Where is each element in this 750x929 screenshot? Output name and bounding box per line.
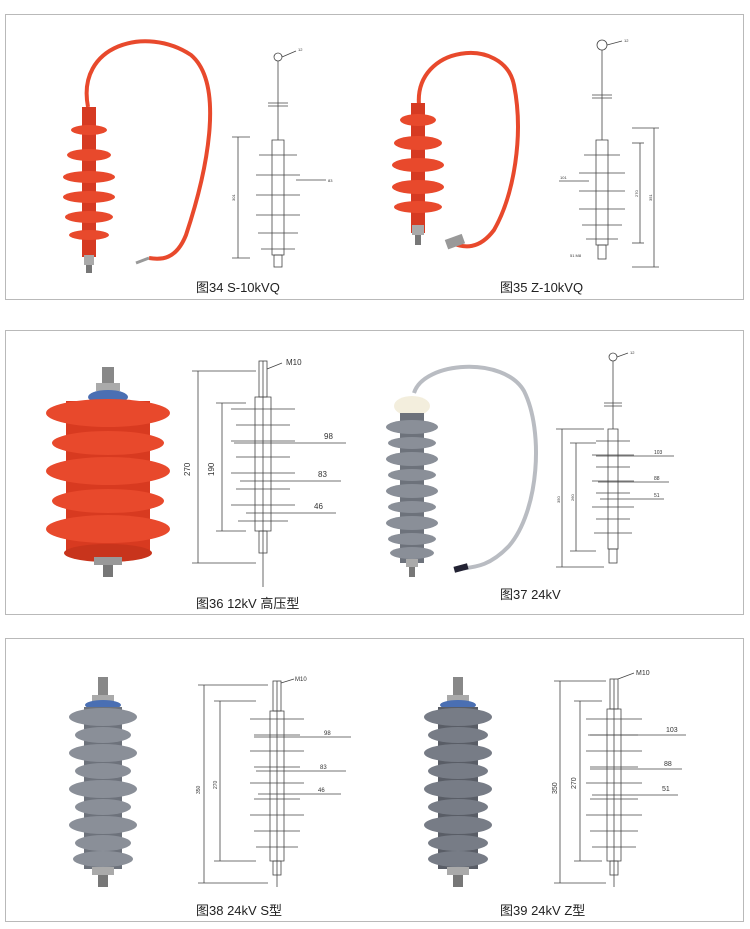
figure-37: 12 350 260 103 88 51 图37 24kV: [374, 331, 743, 614]
svg-text:12: 12: [624, 38, 629, 43]
svg-text:190: 190: [207, 462, 216, 476]
svg-text:350: 350: [196, 785, 202, 794]
drawing-34: 12 301 83: [231, 47, 333, 268]
photo-arrester-39: [424, 677, 492, 887]
svg-text:270: 270: [571, 777, 578, 789]
figure-caption: 图37 24kV: [500, 587, 561, 602]
svg-text:260: 260: [570, 494, 575, 501]
svg-text:51 M8: 51 M8: [570, 253, 582, 258]
svg-text:103: 103: [654, 450, 663, 456]
photo-arrester-36: [46, 367, 170, 577]
figure-caption: 图39 24kV Z型: [500, 903, 586, 918]
figure-34: 12 301 83 图34 S-10kVQ: [6, 15, 374, 299]
svg-text:351: 351: [648, 194, 653, 201]
svg-text:88: 88: [664, 761, 672, 768]
svg-text:83: 83: [318, 470, 327, 479]
drawing-38: M10 350 270 98 83 46: [196, 677, 351, 887]
drawing-39: M10 350 270 103 88 51: [552, 670, 686, 887]
svg-text:12: 12: [298, 47, 303, 52]
figure-35: 12 351 270 101 51 M8 图35 Z-10kVQ: [374, 15, 743, 299]
svg-text:83: 83: [320, 765, 327, 771]
svg-text:M10: M10: [286, 358, 302, 367]
svg-text:101: 101: [560, 175, 567, 180]
svg-text:98: 98: [324, 731, 331, 737]
svg-text:51: 51: [662, 786, 670, 793]
figure-36: M10 270 190 98 83 46 图36 12kV 高压型: [6, 331, 374, 614]
figure-caption: 图34 S-10kVQ: [196, 280, 280, 295]
photo-arrester-34: [63, 39, 213, 273]
svg-text:301: 301: [231, 194, 236, 201]
figure-caption: 图36 12kV 高压型: [196, 596, 300, 611]
svg-text:M10: M10: [295, 677, 307, 683]
svg-text:350: 350: [556, 496, 561, 503]
panel-row-3: M10 350 270 98 83 46 图38 24kV S型: [5, 638, 744, 922]
svg-text:M10: M10: [636, 670, 650, 677]
panel-row-1: 12 301 83 图34 S-10kVQ: [5, 14, 744, 300]
figure-39: M10 350 270 103 88 51 图39 24kV Z型: [374, 639, 743, 921]
svg-text:98: 98: [324, 432, 333, 441]
svg-text:51: 51: [654, 493, 660, 499]
svg-text:350: 350: [552, 782, 559, 794]
photo-arrester-38: [69, 677, 137, 887]
svg-text:83: 83: [328, 178, 333, 183]
photo-arrester-35: [392, 51, 520, 250]
svg-text:270: 270: [213, 780, 219, 789]
figure-caption: 图35 Z-10kVQ: [500, 280, 584, 295]
figure-caption: 图38 24kV S型: [196, 903, 282, 918]
figure-38: M10 350 270 98 83 46 图38 24kV S型: [6, 639, 374, 921]
drawing-37: 12 350 260 103 88 51: [556, 350, 674, 568]
panel-row-2: M10 270 190 98 83 46 图36 12kV 高压型: [5, 330, 744, 615]
photo-arrester-37: [386, 364, 538, 577]
svg-text:270: 270: [183, 462, 192, 476]
drawing-35: 12 351 270 101 51 M8: [559, 38, 659, 268]
svg-text:270: 270: [634, 190, 639, 197]
svg-text:103: 103: [666, 727, 678, 734]
svg-text:46: 46: [314, 502, 323, 511]
drawing-36: M10 270 190 98 83 46: [183, 358, 346, 587]
svg-text:46: 46: [318, 788, 325, 794]
svg-text:12: 12: [630, 350, 635, 355]
svg-text:88: 88: [654, 476, 660, 482]
